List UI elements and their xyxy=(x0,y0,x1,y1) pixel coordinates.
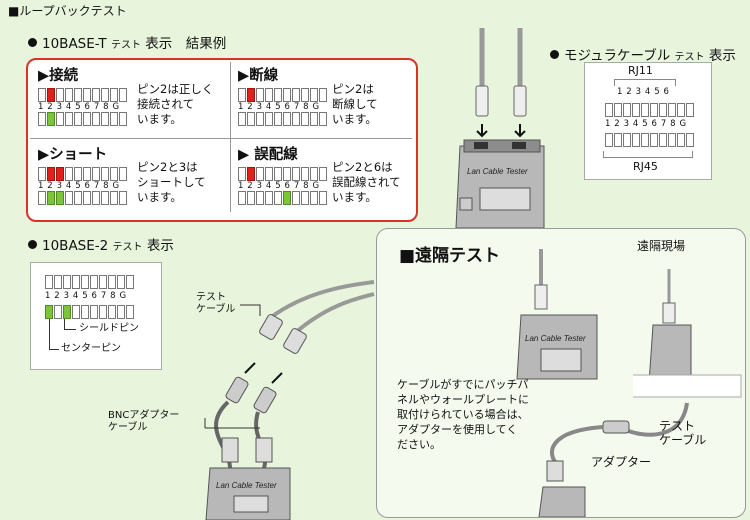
remote-test-description: ケーブルがすでにパッチパネルやウォールプレートに取付けられている場合は、アダプタ… xyxy=(397,378,529,451)
pin-led-row xyxy=(238,191,328,205)
result-title: ▶接続 xyxy=(38,68,79,84)
tester-loopback-illustration: Lan Cable Tester xyxy=(455,28,545,228)
section-10base2-title: 10BASE-2 テスト 表示 xyxy=(28,234,174,254)
device-label: Lan Cable Tester xyxy=(467,167,528,176)
modular-pin-box: RJ11 1 2 3 4 5 6 1 2 3 4 5 6 7 8 G RJ45 xyxy=(584,62,712,180)
pin-labels: 1 2 3 4 5 6 7 8 G xyxy=(38,102,120,112)
result-cell-open: ▶断線 1 2 3 4 5 6 7 8 G xyxy=(238,64,328,126)
remote-test-cable-label: テストケーブル xyxy=(659,419,707,447)
pin-led-row xyxy=(238,167,328,181)
rj11-pin-labels: 1 2 3 4 5 6 xyxy=(617,87,670,97)
pin-led-row xyxy=(238,112,328,126)
pin-labels: 1 2 3 4 5 6 7 8 G xyxy=(238,181,320,191)
remote-adapter-label: アダプター xyxy=(591,455,652,469)
page-header: ■ループバックテスト xyxy=(8,4,127,18)
adapter-cable-label: BNCアダプターケーブル xyxy=(108,410,180,433)
pin-led-row xyxy=(38,167,128,181)
rj11-label: RJ11 xyxy=(628,64,653,77)
shield-pin-label: シールドピン xyxy=(79,323,139,334)
remote-site-label: 遠隔現場 xyxy=(637,239,686,253)
result-cell-miswire: ▶ 誤配線 1 2 3 4 5 6 7 8 G xyxy=(238,143,328,205)
pin-led-row xyxy=(38,88,128,102)
grid-divider-vertical xyxy=(230,62,231,212)
result-title: ▶断線 xyxy=(238,68,279,84)
result-title: ▶ショート xyxy=(38,147,108,163)
rj11-bracket xyxy=(614,79,676,86)
remote-test-illustration: Lan Cable Tester xyxy=(516,249,742,517)
test-cable-label: テストケーブル xyxy=(196,292,236,315)
center-pin-label: センターピン xyxy=(61,343,121,354)
pin-led-row xyxy=(605,103,695,117)
result-desc: ピン2は正しく接続されています。 xyxy=(137,82,214,126)
section-10baset-title: 10BASE-T テスト 表示 結果例 xyxy=(28,32,226,52)
result-title: ▶ 誤配線 xyxy=(238,147,298,163)
result-desc: ピン2と6は誤配線されています。 xyxy=(332,160,401,204)
remote-test-panel: ■遠隔テスト 遠隔現場 Lan Cable Tester ケーブルがすでにパッチ… xyxy=(376,228,746,518)
pin-led-row xyxy=(605,133,695,147)
pin-led-row xyxy=(45,275,135,289)
result-desc: ピン2は断線しています。 xyxy=(332,82,378,126)
loopback-results-frame xyxy=(26,58,418,222)
pin-led-row xyxy=(238,88,328,102)
device-label: Lan Cable Tester xyxy=(525,334,586,343)
rj45-label: RJ45 xyxy=(633,160,658,173)
bnc-cable-illustration: Lan Cable Tester xyxy=(204,280,375,520)
pin-led-row xyxy=(38,191,128,205)
result-cell-connected: ▶接続 1 2 3 4 5 6 7 8 G xyxy=(38,64,128,126)
pin-led-row xyxy=(38,112,128,126)
remote-test-title: ■遠隔テスト xyxy=(399,246,501,266)
device-label: Lan Cable Tester xyxy=(216,481,277,490)
section-modular-title: モジュラケーブル テスト 表示 xyxy=(550,44,736,64)
grid-divider-horizontal xyxy=(30,138,412,139)
pin-labels: 1 2 3 4 5 6 7 8 G xyxy=(38,181,120,191)
pin-led-row xyxy=(45,305,135,319)
result-desc: ピン2と3はショートしています。 xyxy=(137,160,206,204)
bnc-pin-box: 1 2 3 4 5 6 7 8 G シールドピン センターピン xyxy=(30,262,162,370)
pin-labels: 1 2 3 4 5 6 7 8 G xyxy=(238,102,320,112)
rj45-bracket xyxy=(603,151,693,158)
result-cell-short: ▶ショート 1 2 3 4 5 6 7 8 G xyxy=(38,143,128,205)
rj45-pin-labels: 1 2 3 4 5 6 7 8 G xyxy=(605,119,687,129)
pin-labels: 1 2 3 4 5 6 7 8 G xyxy=(45,291,127,301)
